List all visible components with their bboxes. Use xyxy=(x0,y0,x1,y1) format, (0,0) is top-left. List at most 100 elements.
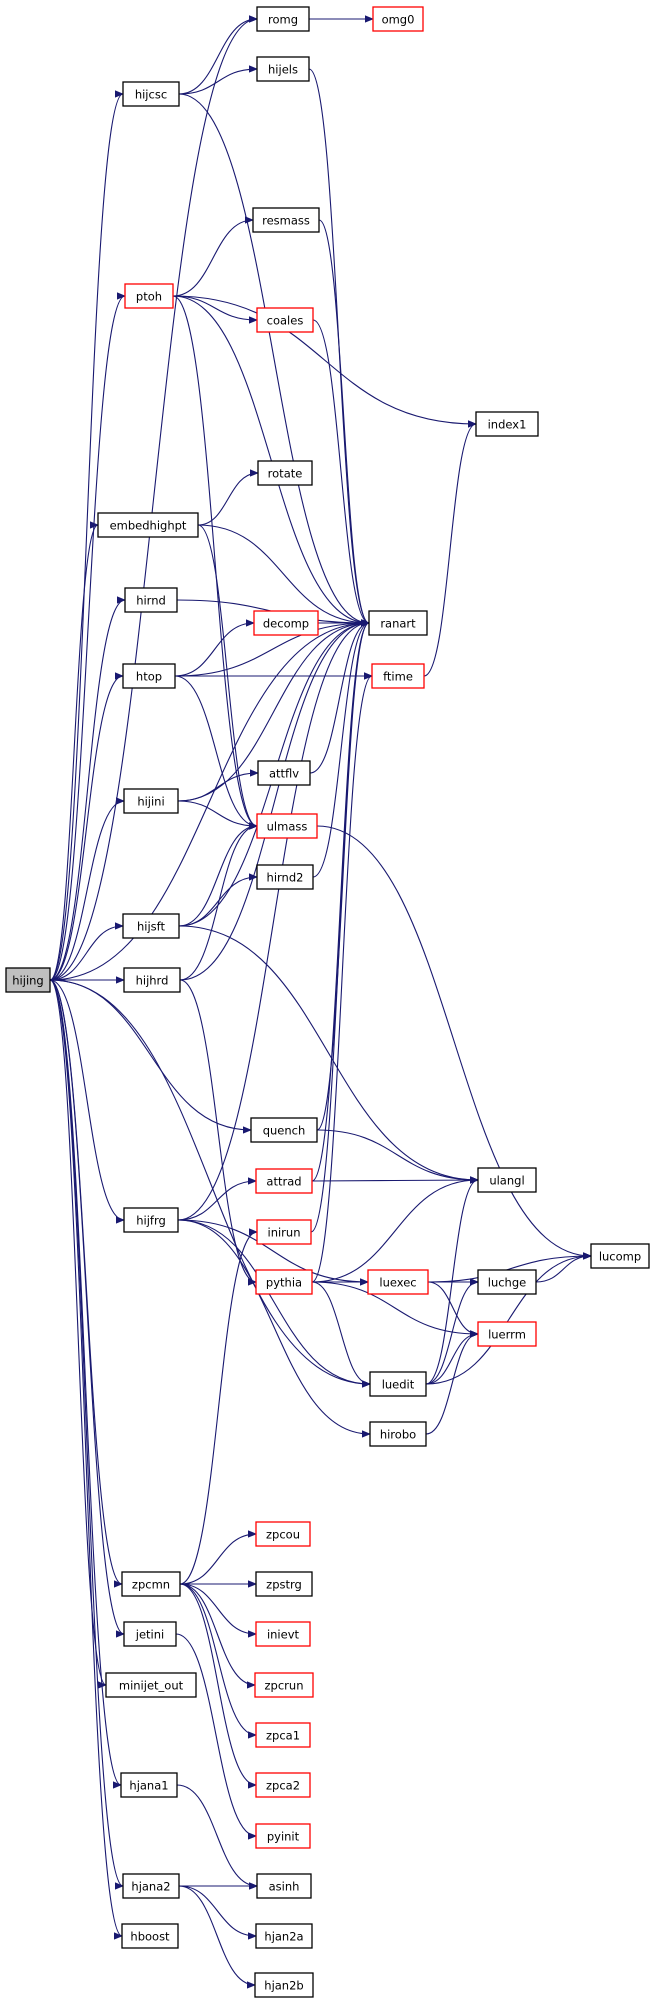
node-index1[interactable]: index1 xyxy=(475,411,539,437)
edge-pythia-to-luedit xyxy=(311,1281,371,1384)
node-hjan2b[interactable]: hjan2b xyxy=(254,1972,314,1998)
node-embedhighpt[interactable]: embedhighpt xyxy=(97,512,199,538)
node-label: hirnd2 xyxy=(267,871,304,885)
edge-quench-to-ulangl xyxy=(316,1129,478,1180)
edge-ptoh-to-ranart xyxy=(172,295,369,623)
node-hirnd2[interactable]: hirnd2 xyxy=(256,864,314,890)
node-ulangl[interactable]: ulangl xyxy=(477,1167,537,1193)
node-label: hirnd xyxy=(136,594,166,608)
edge-hjana1-to-asinh xyxy=(176,1784,257,1886)
node-minijet-out[interactable]: minijet_out xyxy=(105,1672,197,1698)
node-asinh[interactable]: asinh xyxy=(256,1873,312,1899)
edge-hijing-to-jetini xyxy=(49,979,125,1634)
node-lucomp[interactable]: lucomp xyxy=(590,1243,650,1269)
node-pythia[interactable]: pythia xyxy=(255,1269,313,1295)
node-zpcou[interactable]: zpcou xyxy=(255,1521,311,1547)
node-zpstrg[interactable]: zpstrg xyxy=(255,1571,313,1597)
node-jetini[interactable]: jetini xyxy=(123,1621,177,1647)
edge-hjana2-to-hjan2a xyxy=(178,1885,256,1936)
node-box xyxy=(121,1571,181,1597)
node-attflv[interactable]: attflv xyxy=(257,760,311,786)
node-box xyxy=(255,1722,311,1748)
node-htop[interactable]: htop xyxy=(122,663,176,689)
node-ranart[interactable]: ranart xyxy=(368,610,428,636)
node-box xyxy=(255,1621,311,1647)
node-resmass[interactable]: resmass xyxy=(252,207,320,233)
node-hjana1[interactable]: hjana1 xyxy=(120,1772,178,1798)
node-attrad[interactable]: attrad xyxy=(255,1168,313,1194)
node-box xyxy=(477,1167,537,1193)
node-hirnd[interactable]: hirnd xyxy=(124,587,178,613)
node-zpcmn[interactable]: zpcmn xyxy=(121,1571,181,1597)
node-romg[interactable]: romg xyxy=(256,6,310,32)
edge-hijcsc-to-romg xyxy=(178,19,257,95)
node-hijcsc[interactable]: hijcsc xyxy=(122,81,180,107)
node-hirobo[interactable]: hirobo xyxy=(369,1421,427,1447)
node-hjan2a[interactable]: hjan2a xyxy=(255,1923,313,1949)
node-luerrm[interactable]: luerrm xyxy=(477,1321,537,1347)
node-ulmass[interactable]: ulmass xyxy=(256,813,318,839)
node-hboost[interactable]: hboost xyxy=(121,1923,179,1949)
node-box xyxy=(255,1923,313,1949)
node-pyinit[interactable]: pyinit xyxy=(255,1823,311,1849)
node-zpca1[interactable]: zpca1 xyxy=(255,1722,311,1748)
node-label: index1 xyxy=(488,418,527,432)
edge-hijhrd-to-pythia xyxy=(179,979,257,1282)
edge-pythia-to-ftime xyxy=(311,676,373,1283)
node-hijels[interactable]: hijels xyxy=(256,56,310,82)
node-box xyxy=(250,1117,318,1143)
node-quench[interactable]: quench xyxy=(250,1117,318,1143)
node-box xyxy=(256,6,310,32)
node-omg0[interactable]: omg0 xyxy=(372,6,424,32)
node-inirun[interactable]: inirun xyxy=(256,1219,312,1245)
node-ftime[interactable]: ftime xyxy=(371,663,425,689)
edge-htop-to-decomp xyxy=(174,623,254,677)
node-hijini[interactable]: hijini xyxy=(123,788,179,814)
node-ptoh[interactable]: ptoh xyxy=(124,283,174,309)
node-hijfrg[interactable]: hijfrg xyxy=(123,1207,179,1233)
node-box xyxy=(256,1873,312,1899)
node-box xyxy=(123,1621,177,1647)
node-label: ranart xyxy=(380,617,416,631)
node-box xyxy=(369,1371,427,1397)
node-zpca2[interactable]: zpca2 xyxy=(255,1772,311,1798)
node-rotate[interactable]: rotate xyxy=(257,460,313,486)
node-inievt[interactable]: inievt xyxy=(255,1621,311,1647)
node-box xyxy=(123,788,179,814)
node-luedit[interactable]: luedit xyxy=(369,1371,427,1397)
node-label: hijini xyxy=(137,795,164,809)
node-hijsft[interactable]: hijsft xyxy=(122,913,180,939)
node-label: hijsft xyxy=(137,920,166,934)
node-label: coales xyxy=(267,314,304,328)
node-hijhrd[interactable]: hijhrd xyxy=(123,967,181,993)
node-box xyxy=(122,1873,180,1899)
node-label: zpca2 xyxy=(266,1779,300,1793)
node-label: embedhighpt xyxy=(110,519,187,533)
node-label: hjan2b xyxy=(264,1979,303,1993)
node-box xyxy=(256,307,314,333)
edge-inirun-to-ranart xyxy=(310,623,370,1233)
node-box xyxy=(105,1672,197,1698)
node-luexec[interactable]: luexec xyxy=(367,1269,429,1295)
node-label: luerrm xyxy=(488,1328,526,1342)
edge-hjana2-to-hjan2b xyxy=(178,1885,255,1985)
node-coales[interactable]: coales xyxy=(256,307,314,333)
node-label: ulmass xyxy=(267,820,308,834)
node-label: zpcou xyxy=(266,1528,300,1542)
node-label: quench xyxy=(263,1124,306,1138)
edge-zpcmn-to-zpcrun xyxy=(179,1583,255,1685)
node-box xyxy=(255,1521,311,1547)
node-hjana2[interactable]: hjana2 xyxy=(122,1873,180,1899)
node-label: zpcmn xyxy=(132,1578,170,1592)
node-luchge[interactable]: luchge xyxy=(477,1269,537,1295)
node-label: jetini xyxy=(135,1628,164,1642)
node-hijing[interactable]: hijing xyxy=(5,967,51,993)
node-label: resmass xyxy=(262,214,310,228)
node-zpcrun[interactable]: zpcrun xyxy=(254,1672,314,1698)
node-decomp[interactable]: decomp xyxy=(253,610,319,636)
node-box xyxy=(257,760,311,786)
node-label: omg0 xyxy=(382,13,415,27)
edge-ftime-to-index1 xyxy=(423,424,477,677)
node-label: minijet_out xyxy=(119,1679,184,1693)
node-box xyxy=(123,967,181,993)
